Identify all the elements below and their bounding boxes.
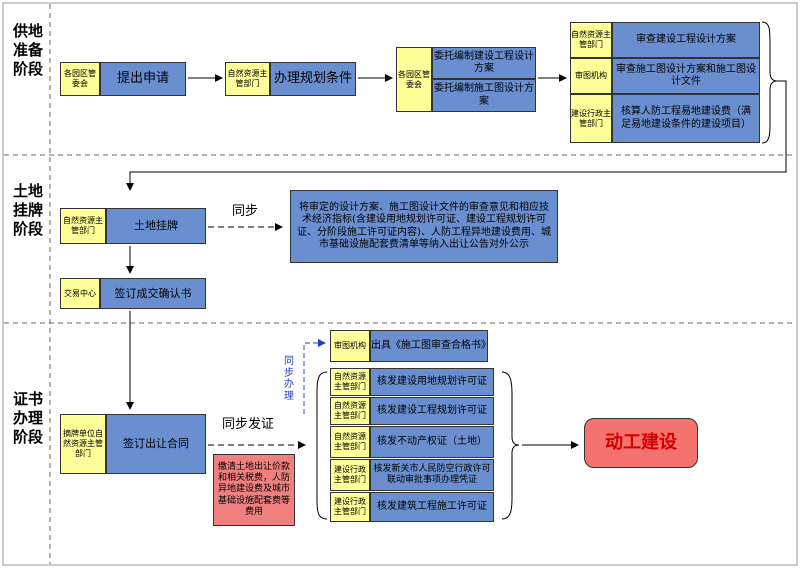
org-construction-admin-1: 建设行政主管部门 [330,459,370,491]
action-sign-transfer-contract: 签订出让合同 [106,414,206,474]
arrow-sync-handling [303,339,326,414]
org-construction-admin: 建设行政主管部门 [570,94,612,143]
certificates-left-bracket [316,371,328,520]
action-civil-defense-certificate: 核发新关市人民防空行政许可联动审批事项办理凭证 [370,459,494,491]
org-trading-center: 交易中心 [60,278,100,309]
action-planning-conditions: 办理规划条件 [270,62,356,96]
review-brace [761,21,778,144]
org-natural-resources-review: 自然资源主管部门 [570,22,612,58]
org-drawing-review-agency-2: 审图机构 [330,330,370,362]
org-construction-admin-2: 建设行政主管部门 [330,492,370,522]
org-natural-resources-listing: 自然资源主管部门 [60,208,106,244]
certificates-right-brace [501,371,520,520]
label-sync-handling: 同步办理 [284,356,294,402]
action-review-design-scheme: 审查建设工程设计方案 [612,22,760,58]
action-sign-confirmation: 签订成交确认书 [100,278,206,309]
org-natural-resources: 自然资源主管部门 [225,62,270,96]
label-sync: 同步 [232,204,259,219]
note-pay-fees: 缴清土地出让价款和相关税费，人防异地建设费及城市基础设施配套费等费用 [213,454,295,526]
action-commission-design-scheme: 委托编制建设工程设计方案 [432,47,536,79]
org-park-committee-2: 各园区管委会 [396,47,432,112]
action-project-planning-permit: 核发建设工程规划许可证 [370,397,494,425]
org-drawing-review-agency: 审图机构 [570,58,612,94]
org-natural-resources-2: 自然资源主管部门 [330,397,370,425]
org-natural-resources-3: 自然资源主管部门 [330,426,370,458]
action-commission-construction-drawing: 委托编制施工图设计方案 [432,79,536,112]
org-natural-resources-1: 自然资源主管部门 [330,368,370,396]
action-submit-application: 提出申请 [100,62,186,96]
arrow-stage1-to-stage2 [126,80,787,191]
action-land-listing: 土地挂牌 [106,208,206,244]
note-public-announcement: 将审定的设计方案、施工图设计文件的审查意见和相应技术经济指标(含建设用地规划许可… [290,190,558,263]
org-bidder-natural-resources: 摘牌单位自然资源主管部门 [60,414,106,474]
stage-label-certificate-processing: 证书办理阶段 [12,390,43,447]
stage-label-land-listing: 土地挂牌阶段 [12,182,43,239]
final-start-construction: 动工建设 [584,418,698,468]
action-civil-defense-fee: 核算人防工程易地建设费（满足易地建设条件的建设项目） [612,94,760,143]
action-real-estate-certificate: 核发不动产权证（土地） [370,426,494,458]
action-construction-permit: 核发建筑工程施工许可证 [370,492,494,522]
org-park-committee: 各园区管委会 [60,62,100,96]
stage-label-land-preparation: 供地准备阶段 [12,22,43,79]
action-review-construction-drawing: 审查施工图设计方案和施工图设计文件 [612,58,760,94]
action-issue-review-certificate: 出具《施工图审查合格书》 [370,330,488,362]
action-land-use-permit: 核发建设用地规划许可证 [370,368,494,396]
label-sync-certificate: 同步发证 [222,417,275,432]
